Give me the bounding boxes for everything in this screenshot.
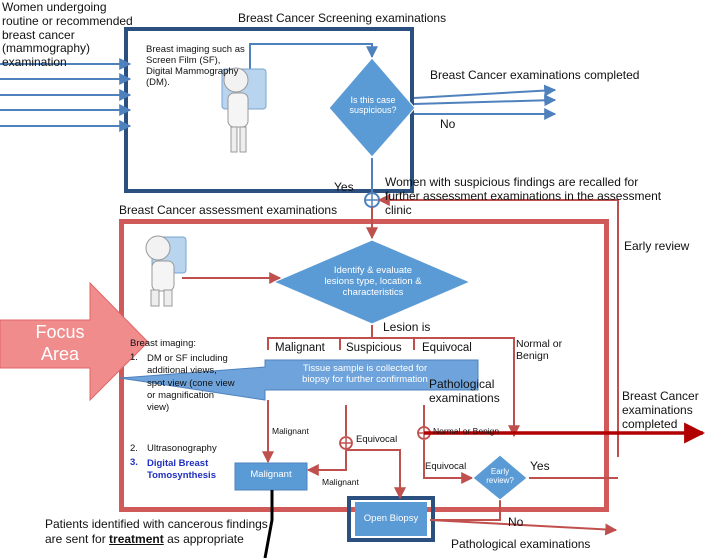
treatment-post: as appropriate xyxy=(167,532,244,546)
completed-right-text: Breast Cancer examinations completed xyxy=(622,389,699,431)
doctor-figure-assessment xyxy=(145,235,187,307)
treatment-pre: Patients identified with cancerous findi… xyxy=(45,517,268,546)
focus-area-arrow xyxy=(0,281,149,402)
imaging-item-1-text: DM or SF including additional views, spo… xyxy=(147,353,235,414)
treatment-text: Patients identified with cancerous findi… xyxy=(45,517,280,547)
lesion-is-label: Lesion is xyxy=(383,320,431,334)
category-equivocal: Equivocal xyxy=(422,342,472,354)
identify-text: Identify & evaluate lesions type, locati… xyxy=(324,265,422,298)
suspicious-decision-text: Is this case suspicious? xyxy=(349,95,397,116)
treatment-line xyxy=(263,490,274,558)
imaging-item-2-num: 2. xyxy=(130,443,138,454)
screening-completed-text: Breast Cancer examinations completed xyxy=(430,68,640,82)
treatment-bold: treatment xyxy=(109,532,164,546)
pathological-bottom-label: Pathological examinations xyxy=(451,537,591,551)
focus-line2: Area xyxy=(40,343,80,364)
early-review-label: Early review xyxy=(624,239,690,253)
imaging-item-3-text: Digital Breast Tomosynthesis xyxy=(147,458,216,482)
normal-benign-small-label: Normal or Benign xyxy=(433,426,500,436)
screening-yes-label: Yes xyxy=(334,180,354,194)
imaging-item-3-num: 3. xyxy=(130,457,138,468)
imaging-heading: Breast imaging: xyxy=(130,338,197,349)
early-review-text: Early review? xyxy=(486,467,514,486)
identify-diamond xyxy=(272,239,472,325)
suspicious-diamond xyxy=(328,57,416,158)
open-biopsy-box xyxy=(355,502,427,536)
assessment-title: Breast Cancer assessment examinations xyxy=(119,203,338,217)
focus-line1: Focus xyxy=(35,322,85,342)
doctor-figure-screening xyxy=(221,67,267,153)
imaging-item-2-text: Ultrasonography xyxy=(147,443,217,454)
screening-title: Breast Cancer Screening examinations xyxy=(238,11,447,25)
screening-imaging-text: Breast imaging such as Screen Film (SF),… xyxy=(146,44,245,88)
incoming-arrows xyxy=(0,58,132,132)
focus-area-text: Focus Area xyxy=(25,322,95,365)
malignant-small-label: Malignant xyxy=(272,426,309,436)
category-normal-benign: Normal or Benign xyxy=(516,338,563,363)
tissue-sample-text: Tissue sample is collected for biopsy fo… xyxy=(302,363,428,385)
pathological-label: Pathological examinations xyxy=(429,377,500,405)
intro-text: Women undergoing routine or recommended … xyxy=(2,0,133,70)
malignant-label-2: Malignant xyxy=(322,477,359,487)
malignant-box-text: Malignant xyxy=(250,469,292,480)
category-malignant: Malignant xyxy=(275,342,325,354)
open-biopsy-text: Open Biopsy xyxy=(363,513,419,524)
early-review-diamond xyxy=(472,454,528,501)
recall-text: Women with suspicious findings are recal… xyxy=(385,175,662,217)
tissue-sample-banner xyxy=(119,359,479,401)
screening-no-label: No xyxy=(440,117,456,131)
equivocal-small-label: Equivocal xyxy=(356,434,398,445)
imaging-item-1-num: 1. xyxy=(130,352,138,363)
category-suspicious: Suspicious xyxy=(346,342,402,354)
equivocal-label: Equivocal xyxy=(425,461,467,472)
early-review-no: No xyxy=(508,515,524,529)
early-review-yes: Yes xyxy=(530,459,550,473)
